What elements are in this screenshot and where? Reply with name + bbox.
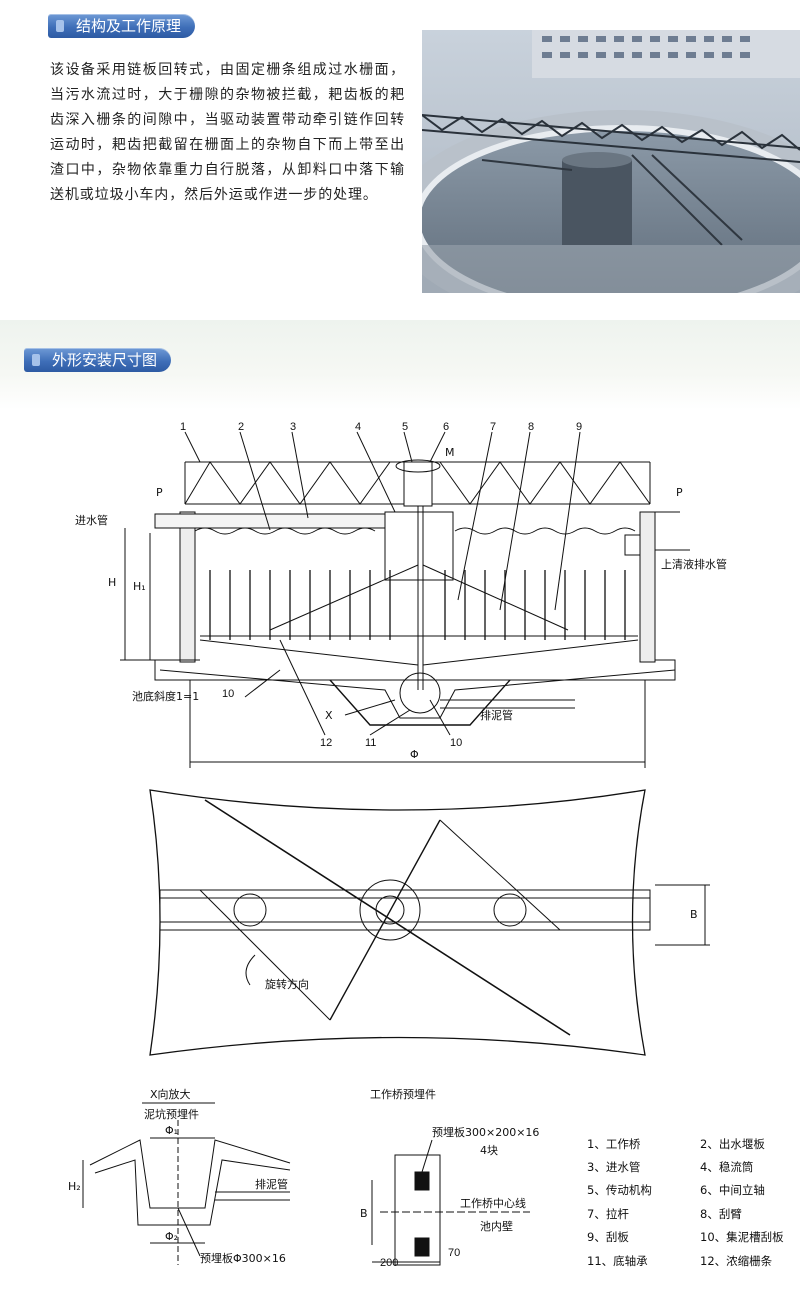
bridge-embed-plate: 预埋板300×200×16	[432, 1125, 539, 1139]
bridge-embed-count: 4块	[480, 1144, 498, 1157]
detail-h2: H₂	[68, 1180, 81, 1193]
bridge-dimension-b: B	[360, 1207, 368, 1220]
legend-item: 7、拉杆	[587, 1206, 629, 1221]
inlet-pipe-label: 进水管	[75, 513, 108, 527]
dimension-h1: H₁	[133, 580, 146, 593]
part-number-7: 7	[490, 421, 496, 433]
sludge-pipe-label: 排泥管	[480, 708, 513, 722]
legend-item: 9、刮板	[587, 1230, 629, 1245]
legend-row: 11、底轴承 12、浓缩栅条	[587, 1249, 800, 1272]
diameter-label: Φ	[410, 748, 419, 761]
intro-paragraph: 该设备采用链板回转式，由固定栅条组成过水栅面，当污水流过时，大于栅隙的杂物被拦截…	[50, 62, 405, 203]
parts-legend: 1、工作桥 2、出水堰板 3、进水管 4、稳流筒 5、传动机构 6、中间立轴 7…	[587, 1132, 800, 1272]
legend-item: 12、浓缩栅条	[700, 1253, 773, 1268]
legend-row: 7、拉杆 8、刮臂	[587, 1202, 800, 1225]
legend-item: 4、稳流筒	[700, 1160, 754, 1175]
bridge-detail-title: 工作桥预埋件	[370, 1088, 436, 1101]
part-number-1: 1	[180, 421, 186, 433]
section-title-text: 结构及工作原理	[76, 17, 182, 35]
part-number-11: 11	[365, 737, 376, 749]
legend-row: 3、进水管 4、稳流筒	[587, 1155, 800, 1178]
bridge-dimension-200: 200	[380, 1257, 398, 1269]
motor-label: M	[445, 446, 455, 459]
detail-phi2: Φ₂	[165, 1230, 178, 1243]
legend-item: 5、传动机构	[587, 1183, 652, 1198]
rotation-direction-label: 旋转方向	[265, 977, 309, 991]
floor-slope-label: 池底斜度1=1	[132, 689, 199, 703]
thickener-photo	[422, 30, 800, 293]
section-title-text-2: 外形安装尺寸图	[52, 351, 158, 369]
part-number-5: 5	[402, 421, 408, 433]
section-p-left: P	[156, 486, 163, 499]
legend-row: 9、刮板 10、集泥槽刮板	[587, 1226, 800, 1249]
dimension-h: H	[108, 576, 116, 589]
detail-embed-plate: 预埋板Φ300×16	[200, 1251, 286, 1265]
part-number-2: 2	[238, 421, 244, 433]
bridge-centerline-label: 工作桥中心线	[460, 1196, 526, 1210]
legend-item: 3、进水管	[587, 1160, 641, 1175]
tank-inner-wall-label: 池内壁	[480, 1219, 513, 1233]
section-title-dimensions: 外形安装尺寸图	[24, 348, 172, 372]
plan-dimension-b: B	[690, 908, 698, 921]
bridge-dimension-70: 70	[448, 1247, 460, 1259]
part-number-10: 10	[222, 688, 234, 700]
installation-drawing: 1 2 3 4 5 6 7 8 9 M P P 进水管 上清液排水管 H H₁ …	[68, 421, 727, 1269]
legend-item: 1、工作桥	[587, 1136, 641, 1151]
section-p-right: P	[676, 486, 683, 499]
legend-row: 5、传动机构 6、中间立轴	[587, 1179, 800, 1202]
outlet-pipe-label: 上清液排水管	[661, 557, 727, 571]
legend-item: 10、集泥槽刮板	[700, 1230, 784, 1245]
detail-x-subtitle: 泥坑预埋件	[144, 1107, 199, 1121]
part-number-6: 6	[443, 421, 449, 433]
part-number-12: 12	[320, 737, 332, 749]
part-number-10b: 10	[450, 737, 462, 749]
part-number-8: 8	[528, 421, 534, 433]
detail-phi1: Φ₁	[165, 1124, 178, 1137]
detail-sludge-pipe: 排泥管	[255, 1177, 288, 1191]
part-number-4: 4	[355, 421, 361, 433]
detail-x-title: X向放大	[150, 1087, 191, 1101]
legend-item: 8、刮臂	[700, 1206, 742, 1221]
part-number-9: 9	[576, 421, 582, 433]
view-x-marker: X	[325, 709, 333, 722]
section-title-structure: 结构及工作原理	[48, 14, 196, 38]
legend-row: 1、工作桥 2、出水堰板	[587, 1132, 800, 1155]
legend-item: 6、中间立轴	[700, 1183, 765, 1198]
legend-item: 2、出水堰板	[700, 1136, 765, 1151]
part-number-3: 3	[290, 421, 296, 433]
legend-item: 11、底轴承	[587, 1253, 648, 1268]
